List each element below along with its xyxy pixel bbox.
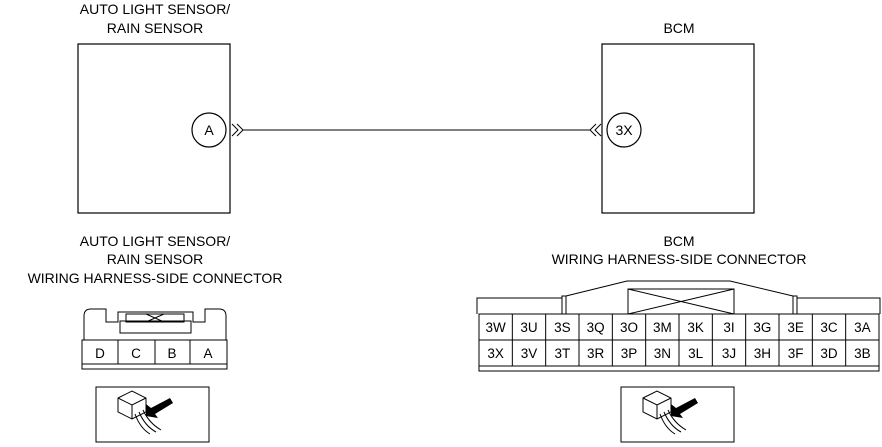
bcm-pin-3p: 3P xyxy=(621,346,638,361)
bcm-pin-3a: 3A xyxy=(854,320,871,335)
bcm-pin-3b: 3B xyxy=(854,346,871,361)
bcm-pin-3m: 3M xyxy=(653,320,672,335)
right-connector-chevron-icon xyxy=(589,123,602,137)
bcm-pin-3s: 3S xyxy=(554,320,571,335)
bcm-pin-3c: 3C xyxy=(820,320,838,335)
bcm-pin-3n: 3N xyxy=(654,346,671,361)
bcm-pin-3x: 3X xyxy=(487,346,504,361)
connector-a-label: A xyxy=(204,122,214,138)
harness-side-view-icon xyxy=(95,386,210,443)
left-pin-d: D xyxy=(95,346,105,361)
bcm-harness-connector xyxy=(476,280,881,372)
connector-3x-circle xyxy=(606,112,642,148)
bcm-pin-3o: 3O xyxy=(620,320,638,335)
bcm-harness-side-view-icon xyxy=(620,386,735,443)
bcm-box xyxy=(601,43,755,214)
left-pin-c: C xyxy=(131,346,141,361)
connector-a-circle xyxy=(191,112,227,148)
bcm-pin-3f: 3F xyxy=(788,346,804,361)
bcm-pin-3v: 3V xyxy=(521,346,538,361)
left-connector-label-line-2: RAIN SENSOR xyxy=(107,251,203,267)
left-connector-chevron-icon xyxy=(231,123,244,137)
bcm-pin-3g: 3G xyxy=(753,320,771,335)
left-pin-b: B xyxy=(167,346,176,361)
left-component-label-line-1: AUTO LIGHT SENSOR/ xyxy=(80,1,231,17)
bcm-pin-3t: 3T xyxy=(554,346,570,361)
bcm-pin-3e: 3E xyxy=(787,320,804,335)
auto-light-rain-sensor-box xyxy=(77,43,231,214)
bcm-pin-3j: 3J xyxy=(722,346,736,361)
bcm-pin-3q: 3Q xyxy=(587,320,605,335)
bcm-pin-3w: 3W xyxy=(486,320,507,335)
left-component-label-line-2: RAIN SENSOR xyxy=(107,20,203,36)
bcm-pin-3l: 3L xyxy=(688,346,704,361)
bcm-pin-3u: 3U xyxy=(520,320,537,335)
right-connector-label-line-1: BCM xyxy=(663,233,694,249)
bcm-pin-3r: 3R xyxy=(587,346,605,361)
bcm-pin-3h: 3H xyxy=(754,346,771,361)
right-connector-label-line-2: WIRING HARNESS-SIDE CONNECTOR xyxy=(552,251,807,267)
bcm-pin-3d: 3D xyxy=(820,346,838,361)
left-pin-a: A xyxy=(203,346,212,361)
connector-3x-label: 3X xyxy=(615,122,633,138)
left-connector-label-line-3: WIRING HARNESS-SIDE CONNECTOR xyxy=(28,270,283,286)
bcm-label: BCM xyxy=(663,20,694,36)
left-harness-connector xyxy=(81,308,228,370)
bcm-pin-3i: 3I xyxy=(723,320,734,335)
left-connector-label-line-1: AUTO LIGHT SENSOR/ xyxy=(80,233,231,249)
bcm-pin-3k: 3K xyxy=(687,320,704,335)
